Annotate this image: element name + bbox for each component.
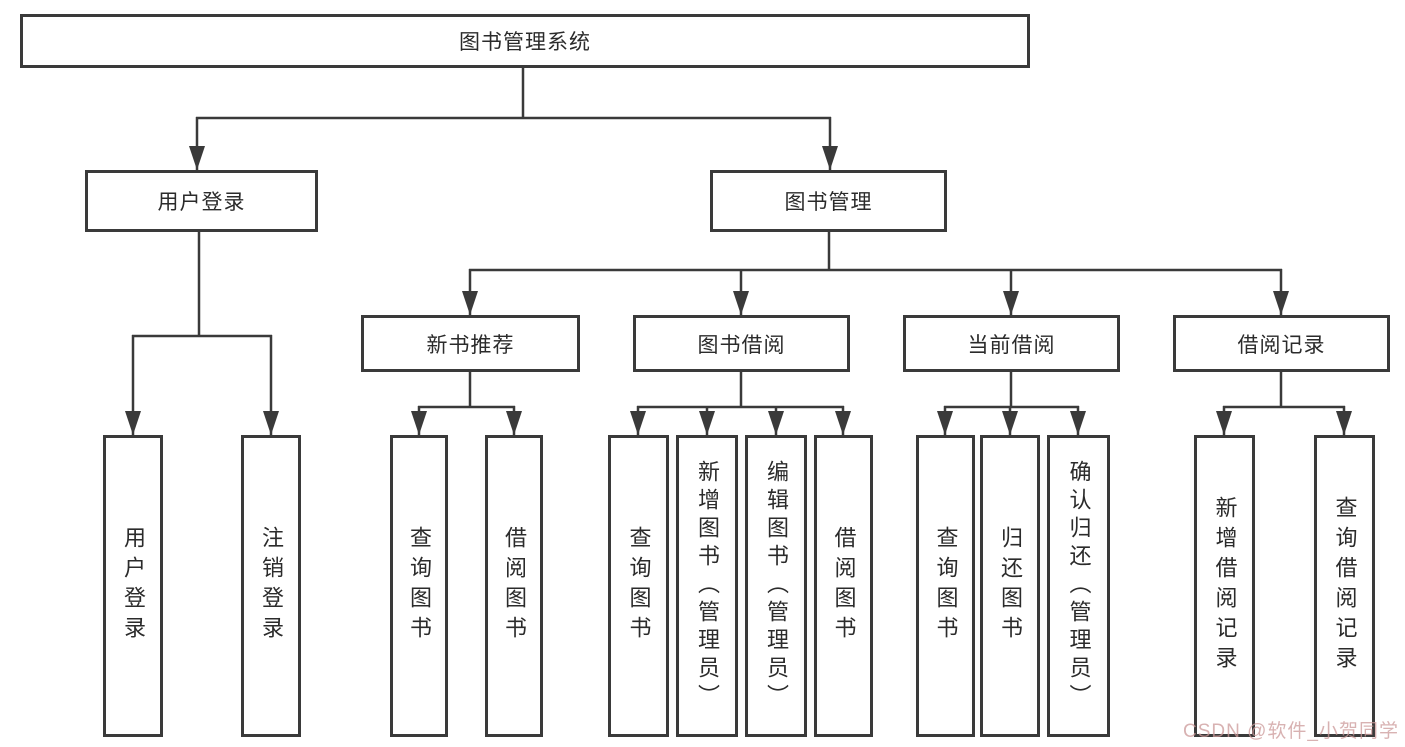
node-root-label: 图书管理系统 [459,31,591,54]
csdn-watermark: CSDN @软件_小贺同学 [1183,721,1399,742]
leaf-borrow-query-books-label: 查询图书 [626,526,652,646]
leaf-recommend-borrow-books: 借阅图书 [485,435,543,737]
leaf-recommend-borrow-books-label: 借阅图书 [502,526,527,646]
node-user-login: 用户登录 [85,170,318,232]
leaf-borrow-books: 借阅图书 [814,435,873,737]
node-book-management: 图书管理 [710,170,947,232]
leaf-logout-label: 注销登录 [259,526,284,646]
leaf-current-query-books: 查询图书 [916,435,975,737]
leaf-return-books-label: 归还图书 [998,526,1023,646]
leaf-logout: 注销登录 [241,435,301,737]
leaf-confirm-return-admin: 确认归还（管理员） [1047,435,1110,737]
leaf-add-books-admin-label: 新增图书（管理员） [695,460,720,712]
leaf-confirm-return-admin-label: 确认归还（管理员） [1066,460,1092,712]
leaf-recommend-query-books-label: 查询图书 [407,526,432,646]
leaf-recommend-query-books: 查询图书 [390,435,448,737]
leaf-add-borrow-record-label: 新增借阅记录 [1212,496,1238,676]
node-book-borrow: 图书借阅 [633,315,850,372]
leaf-add-books-admin: 新增图书（管理员） [676,435,738,737]
leaf-return-books: 归还图书 [980,435,1040,737]
node-borrow-records-label: 借阅记录 [1237,333,1326,357]
leaf-borrow-query-books: 查询图书 [608,435,669,737]
leaf-query-borrow-record-label: 查询借阅记录 [1332,496,1358,676]
leaf-edit-books-admin-label: 编辑图书（管理员） [764,460,789,712]
leaf-add-borrow-record: 新增借阅记录 [1194,435,1255,737]
node-new-book-recommend: 新书推荐 [361,315,580,372]
leaf-borrow-books-label: 借阅图书 [831,526,857,646]
leaf-user-login: 用户登录 [103,435,163,737]
node-root: 图书管理系统 [20,14,1030,68]
leaf-query-borrow-record: 查询借阅记录 [1314,435,1375,737]
node-current-borrow: 当前借阅 [903,315,1120,372]
node-user-login-label: 用户登录 [157,191,246,214]
node-book-management-label: 图书管理 [784,191,873,214]
leaf-user-login-label: 用户登录 [121,526,146,646]
node-borrow-records: 借阅记录 [1173,315,1390,372]
leaf-current-query-books-label: 查询图书 [933,526,959,646]
node-current-borrow-label: 当前借阅 [967,333,1056,357]
node-book-borrow-label: 图书借阅 [697,333,786,357]
node-new-book-recommend-label: 新书推荐 [426,333,515,357]
leaf-edit-books-admin: 编辑图书（管理员） [745,435,807,737]
